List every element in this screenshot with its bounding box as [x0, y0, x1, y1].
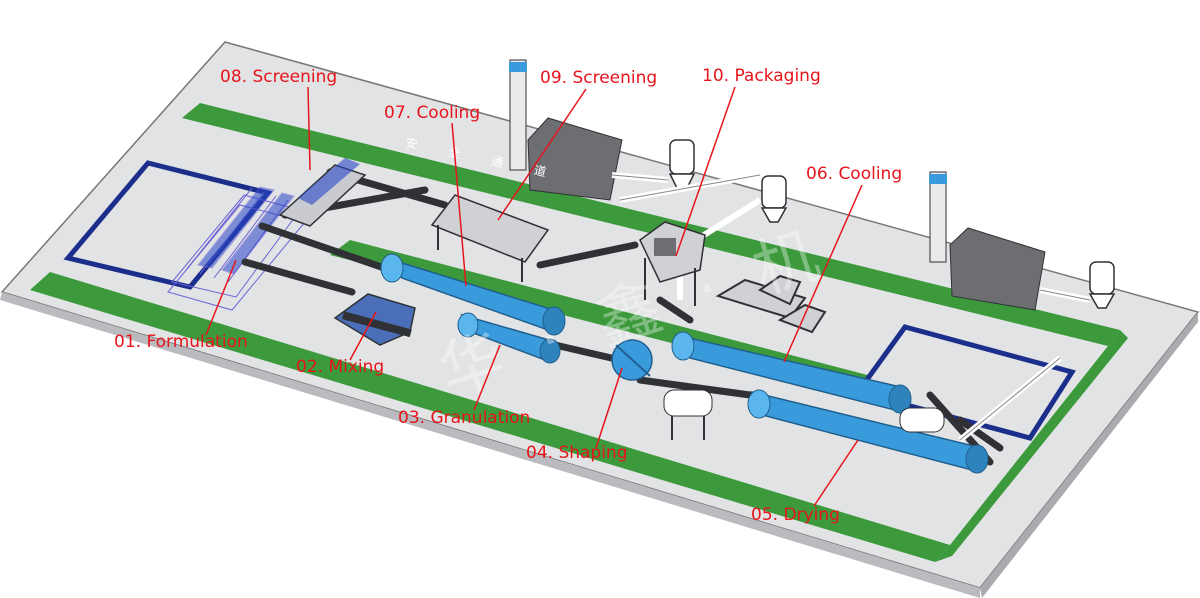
screening-machine-08	[278, 158, 367, 227]
cooling-drum-07	[380, 253, 566, 336]
walkway-right-side	[935, 330, 1128, 562]
label-screening-08: 08. Screening	[220, 67, 338, 87]
screening-machine-09	[430, 194, 550, 282]
leader-cooling-07	[451, 122, 467, 287]
conveyors	[241, 168, 1004, 466]
cooling-drum-06	[671, 331, 912, 414]
dust-chambers	[527, 117, 1046, 311]
floor-slab-side	[980, 312, 1198, 598]
mixer-machine	[333, 293, 416, 346]
leader-shaping	[595, 367, 623, 449]
label-mixing: 02. Mixing	[296, 357, 385, 377]
label-cooling-06: 06. Cooling	[806, 164, 903, 184]
burner-units	[663, 389, 945, 440]
leader-screening-08	[307, 86, 311, 171]
label-drying: 05. Drying	[751, 505, 840, 525]
storage-zone-right	[853, 324, 1076, 441]
walkway-left-bottom	[30, 272, 950, 562]
leader-drying	[813, 439, 859, 507]
leader-screening-09	[497, 88, 587, 221]
walkway-top	[182, 103, 1120, 346]
palletizer	[715, 274, 827, 334]
leader-packaging	[675, 86, 736, 257]
leader-formulation	[205, 259, 237, 336]
granulator-drum	[457, 312, 561, 364]
leader-cooling-06	[783, 184, 863, 363]
label-screening-09: 09. Screening	[540, 68, 658, 88]
label-packaging: 10. Packaging	[702, 66, 821, 86]
exhaust-stacks	[509, 59, 947, 263]
label-formulation: 01. Formulation	[114, 332, 248, 352]
label-shaping: 04. Shaping	[526, 443, 628, 463]
leader-granulation	[473, 344, 501, 411]
air-ducts-outline	[611, 174, 1091, 441]
packaging-station	[639, 221, 706, 306]
floor-slab-edge	[0, 292, 980, 598]
leader-mixing	[349, 311, 377, 361]
label-cooling-07: 07. Cooling	[384, 103, 481, 123]
label-granulation: 03. Granulation	[398, 408, 531, 428]
